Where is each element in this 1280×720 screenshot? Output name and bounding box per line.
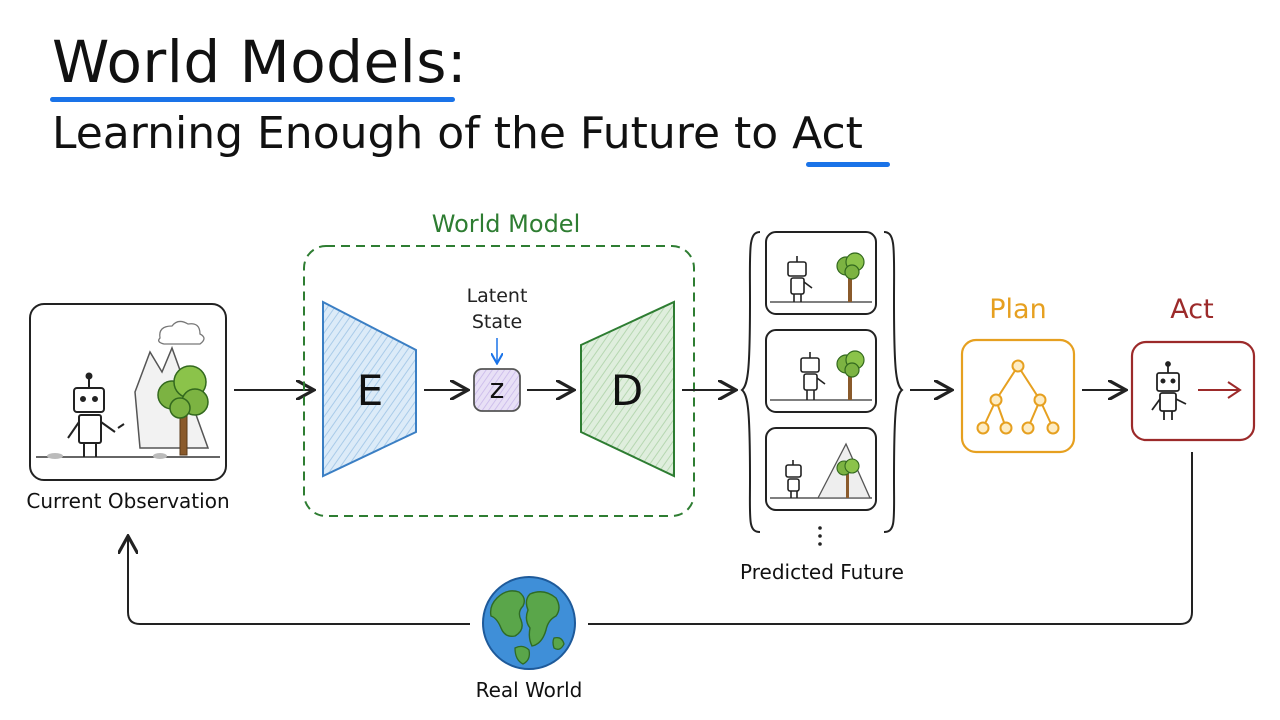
plan-label: Plan (989, 294, 1047, 325)
predicted-future-label: Predicted Future (740, 560, 904, 584)
predicted-frame-2 (765, 329, 877, 413)
subtitle-text: Learning Enough of the Future to Act (52, 108, 863, 159)
feedback-line-world-to-observation (128, 538, 470, 625)
robot-icon (67, 372, 125, 457)
predictions-right-brace (883, 231, 904, 533)
latent-state-box (473, 368, 521, 412)
world-model-label: World Model (431, 210, 581, 238)
decoder-block (580, 300, 675, 478)
title-underline (50, 97, 455, 102)
latent-state-label-line2: State (471, 311, 523, 333)
feedback-line-act-to-world (588, 452, 1193, 625)
predicted-frame-1 (765, 231, 877, 315)
latent-letter: z (489, 372, 505, 405)
page-subtitle: Learning Enough of the Future to Act (52, 108, 863, 159)
current-observation-panel (29, 303, 227, 481)
more-predictions-dots (818, 526, 822, 546)
tree-icon (157, 365, 209, 456)
current-observation-label: Current Observation (26, 489, 230, 513)
subtitle-act-underline (806, 162, 890, 167)
encoder-block (322, 300, 417, 478)
plan-panel (960, 338, 1076, 454)
encoder-letter: E (356, 366, 384, 415)
globe-icon (482, 576, 576, 670)
predictions-left-brace (740, 231, 761, 533)
decoder-letter: D (610, 366, 644, 415)
act-label: Act (1170, 294, 1214, 325)
predicted-frame-3 (765, 427, 877, 511)
act-panel (1130, 340, 1256, 442)
tree-search-icon (976, 359, 1060, 435)
real-world-label: Real World (475, 678, 583, 702)
latent-state-label-line1: Latent (466, 285, 528, 307)
world-model-boundary (303, 245, 695, 517)
page-title: World Models: (52, 28, 468, 96)
acting-robot-icon (1151, 361, 1187, 420)
